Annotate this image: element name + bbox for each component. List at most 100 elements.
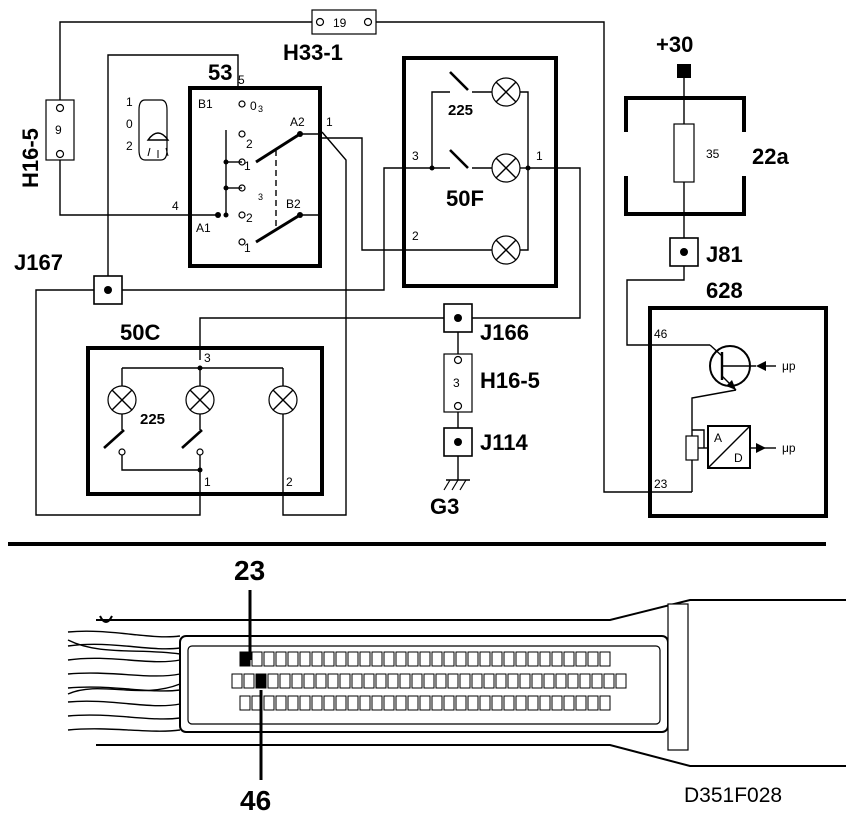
drawing-reference: D351F028 (684, 784, 782, 807)
connector-pin (279, 673, 291, 689)
svg-text:B2: B2 (286, 197, 301, 211)
svg-text:2: 2 (412, 229, 419, 243)
connector-pin (435, 673, 447, 689)
junction-j166: J166 (443, 303, 529, 345)
connector-pin (555, 673, 567, 689)
svg-text:46: 46 (654, 327, 668, 341)
connector-pin (479, 695, 491, 711)
connector-pin (587, 695, 599, 711)
svg-text:1: 1 (536, 149, 543, 163)
connector-pin (539, 695, 551, 711)
svg-text:0: 0 (126, 117, 133, 131)
h16-5-left-pin: 9 (55, 123, 62, 137)
connector-pin (287, 695, 299, 711)
wires (35, 21, 710, 516)
connector-pin (383, 651, 395, 667)
connector-pin (455, 651, 467, 667)
ground-g3: G3 (430, 479, 470, 519)
connector-pin (575, 651, 587, 667)
connector-pin (395, 651, 407, 667)
connector-pin (399, 673, 411, 689)
h16-5-left-label: H16-5 (18, 128, 43, 188)
svg-text:μp: μp (782, 359, 796, 373)
svg-text:1: 1 (244, 241, 251, 255)
connector-pin (363, 673, 375, 689)
lamp-icon (491, 153, 521, 183)
connector-pin (287, 651, 299, 667)
svg-text:J167: J167 (14, 250, 63, 275)
svg-text:1: 1 (244, 159, 251, 173)
connector-pin (503, 695, 515, 711)
connector-pin (263, 651, 275, 667)
wire-bundle (67, 630, 181, 732)
connector-pin (251, 651, 263, 667)
connector-pin (599, 695, 611, 711)
connector-pin (515, 695, 527, 711)
svg-text:D: D (734, 451, 743, 465)
lamp-icon (107, 385, 137, 415)
connector-pin (423, 673, 435, 689)
connector-pin (531, 673, 543, 689)
connector-pin (455, 695, 467, 711)
connector-pin (431, 695, 443, 711)
svg-text:3: 3 (258, 104, 263, 114)
connector-pin (411, 673, 423, 689)
lamp-icon (268, 385, 298, 415)
lamp-icon (491, 77, 521, 107)
connector-pin (587, 651, 599, 667)
connector-pin (419, 695, 431, 711)
svg-text:A2: A2 (290, 115, 305, 129)
connector-pin (231, 673, 243, 689)
connector-pin (323, 651, 335, 667)
connector-pin (351, 673, 363, 689)
svg-text:2: 2 (246, 137, 253, 151)
svg-text:5: 5 (238, 73, 245, 87)
component-50f: 50F 225 3 1 2 (402, 56, 558, 288)
connector-pin (347, 651, 359, 667)
connector-pin (383, 695, 395, 711)
connector-pin (315, 673, 327, 689)
connector-pin (347, 695, 359, 711)
connector-drawing: 23 46 (67, 555, 846, 816)
connector-pin (491, 651, 503, 667)
connector-pin (371, 651, 383, 667)
connector-pin (327, 673, 339, 689)
lamp-icon (185, 385, 215, 415)
svg-text:A: A (714, 431, 722, 445)
connector-pin (515, 651, 527, 667)
junction-j81: J81 (669, 237, 743, 267)
connector-pin (375, 673, 387, 689)
component-22a: 35 22a (624, 96, 789, 216)
connector-pin (551, 695, 563, 711)
connector-pin (563, 651, 575, 667)
svg-text:22a: 22a (752, 144, 789, 169)
connector-pin (419, 651, 431, 667)
component-50c: 50C 225 3 1 2 (86, 320, 324, 496)
connector-pin (527, 695, 539, 711)
h16-5-left-connector: 9 H16-5 (18, 99, 75, 188)
connector-pin (243, 673, 255, 689)
connector-pin (395, 695, 407, 711)
svg-text:J114: J114 (480, 430, 528, 455)
connector-pin (443, 651, 455, 667)
connector-pin (407, 695, 419, 711)
svg-text:1: 1 (204, 475, 211, 489)
h33-1-label: H33-1 (283, 40, 343, 65)
connector-pin (575, 695, 587, 711)
connector-pin (387, 673, 399, 689)
h33-1-pin: 19 (333, 16, 347, 30)
component-628: 628 46 23 μp A D μp (648, 278, 828, 518)
pin-grid (231, 651, 627, 711)
svg-text:3: 3 (453, 376, 460, 390)
svg-text:2: 2 (286, 475, 293, 489)
svg-text:225: 225 (140, 411, 165, 428)
connector-pin (543, 673, 555, 689)
connector-pin (551, 651, 563, 667)
connector-pin (447, 673, 459, 689)
connector-pin (239, 695, 251, 711)
svg-text:H16-5: H16-5 (480, 368, 540, 393)
connector-pin (407, 651, 419, 667)
connector-pin (467, 651, 479, 667)
connector-pin (471, 673, 483, 689)
svg-text:J81: J81 (706, 242, 743, 267)
